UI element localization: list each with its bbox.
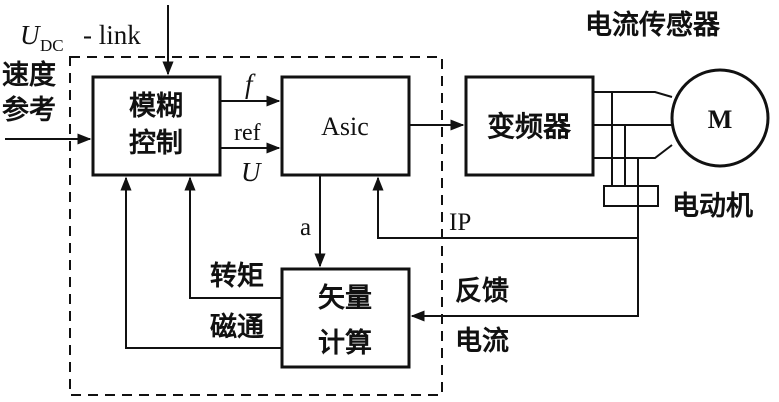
torque-label: 转矩 — [210, 261, 264, 292]
ref-signal-label: ref — [234, 120, 261, 146]
feedback-current-label-line2: 电流 — [455, 326, 509, 357]
controller-boundary — [69, 56, 443, 396]
f-signal-label: f — [245, 69, 256, 99]
asic-block — [280, 75, 411, 177]
motor-symbol — [670, 68, 770, 168]
inverter-label: 变频器 — [487, 110, 572, 143]
speed-reference-label-line2: 参考 — [2, 94, 56, 126]
udc-link-input-label: U DC - link — [20, 20, 141, 55]
ip-signal-label: IP — [449, 209, 471, 236]
fuzzy-control-label-line2: 控制 — [129, 128, 183, 159]
current-sensor-label: 电流传感器 — [585, 9, 721, 41]
svg-text:DC: DC — [40, 36, 64, 55]
flux-feedback-line — [120, 176, 282, 349]
fuzzy-control-label-line1: 模糊 — [129, 91, 183, 122]
ip-feedback-line — [372, 176, 639, 239]
a-signal-label: a — [300, 214, 311, 241]
motor-label: 电动机 — [672, 191, 753, 222]
torque-feedback-line — [184, 176, 282, 299]
svg-text:U: U — [20, 20, 41, 50]
u-signal-label: U — [241, 157, 262, 187]
feedback-current-label-line1: 反馈 — [455, 276, 509, 307]
motor-symbol-label: M — [708, 105, 733, 134]
speed-reference-label-line1: 速度 — [2, 59, 56, 91]
vector-calc-block — [280, 267, 411, 369]
asic-label: Asic — [321, 112, 369, 141]
feedback-current-line — [410, 238, 639, 322]
svg-text:- link: - link — [83, 20, 141, 50]
fuzzy-control-block — [91, 75, 222, 177]
current-sensor — [603, 185, 659, 207]
flux-label: 磁通 — [210, 312, 264, 343]
vector-calc-label-line2: 计算 — [318, 327, 372, 359]
vector-calc-label-line1: 矢量 — [318, 282, 372, 314]
